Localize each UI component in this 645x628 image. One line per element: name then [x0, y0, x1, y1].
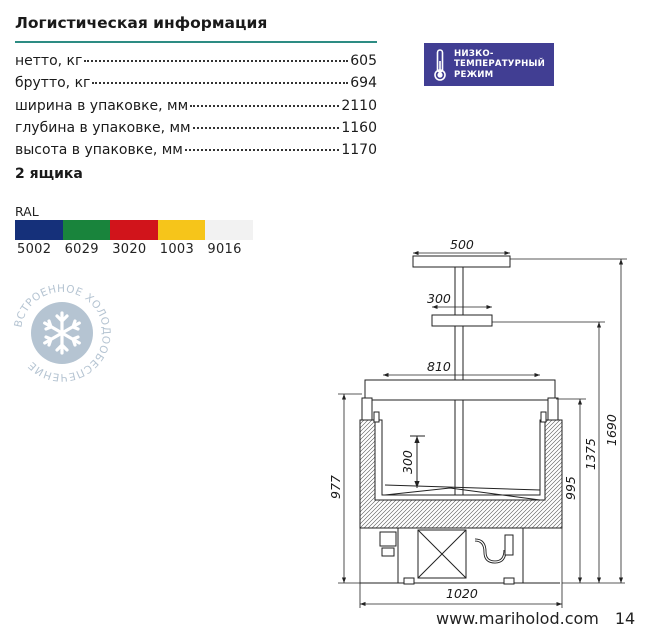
dim-tub-depth: 300 — [400, 450, 415, 474]
badge-text: НИЗКО- ТЕМПЕРАТУРНЫЙ РЕЖИМ — [454, 48, 545, 80]
swatch-code: 5002 — [17, 242, 52, 257]
spec-list: нетто, кг 605 брутто, кг 694 ширина в уп… — [15, 53, 377, 164]
spec-label: глубина в упаковке, мм — [15, 119, 191, 136]
swatch-color — [62, 220, 111, 240]
dim-tub-width: 810 — [427, 359, 451, 374]
page-number: 14 — [614, 609, 636, 628]
spec-row: нетто, кг 605 — [15, 53, 377, 75]
swatch-code: 3020 — [112, 242, 147, 257]
dim-total-height: 1690 — [604, 414, 619, 446]
spec-row: ширина в упаковке, мм 2110 — [15, 98, 377, 120]
swatch-color — [205, 220, 253, 240]
ral-swatch: 9016 — [205, 220, 253, 257]
dim-mid-shelf-width: 300 — [427, 291, 451, 306]
snowflake-icon — [43, 311, 81, 355]
spec-leader-dots — [84, 59, 349, 62]
swatch-code: 1003 — [159, 242, 195, 257]
dim-body-height: 995 — [563, 476, 578, 500]
ral-swatch: 3020 — [110, 220, 158, 257]
swatch-color — [15, 220, 63, 240]
spec-leader-dots — [92, 81, 349, 85]
spec-label: брутто, кг — [15, 75, 91, 92]
logistics-section-title: Логистическая информация — [15, 14, 268, 32]
spec-leader-dots — [184, 148, 340, 152]
ral-swatch: 5002 — [15, 220, 63, 257]
spec-row: высота в упаковке, мм 1170 — [15, 142, 377, 164]
dim-mid-height: 1375 — [583, 438, 598, 470]
spec-label: ширина в упаковке, мм — [15, 97, 189, 114]
swatch-code: 9016 — [207, 242, 242, 257]
dim-total-width: 1020 — [446, 586, 478, 601]
spec-label: нетто, кг — [15, 53, 83, 69]
spec-value: 2110 — [341, 97, 377, 114]
spec-row: глубина в упаковке, мм 1160 — [15, 120, 377, 142]
spec-row: брутто, кг 694 — [15, 75, 377, 97]
title-divider — [15, 41, 377, 43]
dim-top-shelf-width: 500 — [450, 237, 474, 252]
boxes-note: 2 ящика — [15, 166, 83, 182]
spec-value: 605 — [350, 53, 377, 69]
page-footer: www.mariholod.com 14 — [436, 609, 645, 628]
spec-value: 1170 — [341, 142, 377, 159]
ral-swatches: 5002 6029 3020 1003 9016 — [15, 220, 253, 257]
ral-swatch: 1003 — [157, 220, 206, 257]
spec-value: 1160 — [341, 119, 377, 136]
spec-leader-dots — [192, 126, 340, 129]
swatch-color — [110, 220, 158, 240]
spec-label: высота в упаковке, мм — [15, 142, 183, 159]
spec-leader-dots — [190, 104, 340, 107]
built-in-refrigeration-seal: ВСТРОЕННОЕ ХОЛОДООБЕСПЕЧЕНИЕ — [12, 283, 111, 383]
ral-swatch: 6029 — [62, 220, 111, 257]
spec-value: 694 — [350, 75, 377, 92]
ral-label: RAL — [15, 204, 39, 219]
footer-site-link[interactable]: www.mariholod.com — [436, 609, 599, 628]
low-temperature-badge: НИЗКО- ТЕМПЕРАТУРНЫЙ РЕЖИМ — [424, 43, 554, 86]
swatch-color — [157, 220, 206, 240]
swatch-code: 6029 — [64, 242, 99, 257]
technical-drawing: 500 300 810 1020 300 977 995 1375 1690 — [328, 237, 627, 608]
dim-case-height: 977 — [328, 475, 343, 499]
thermometer-icon — [434, 49, 446, 81]
